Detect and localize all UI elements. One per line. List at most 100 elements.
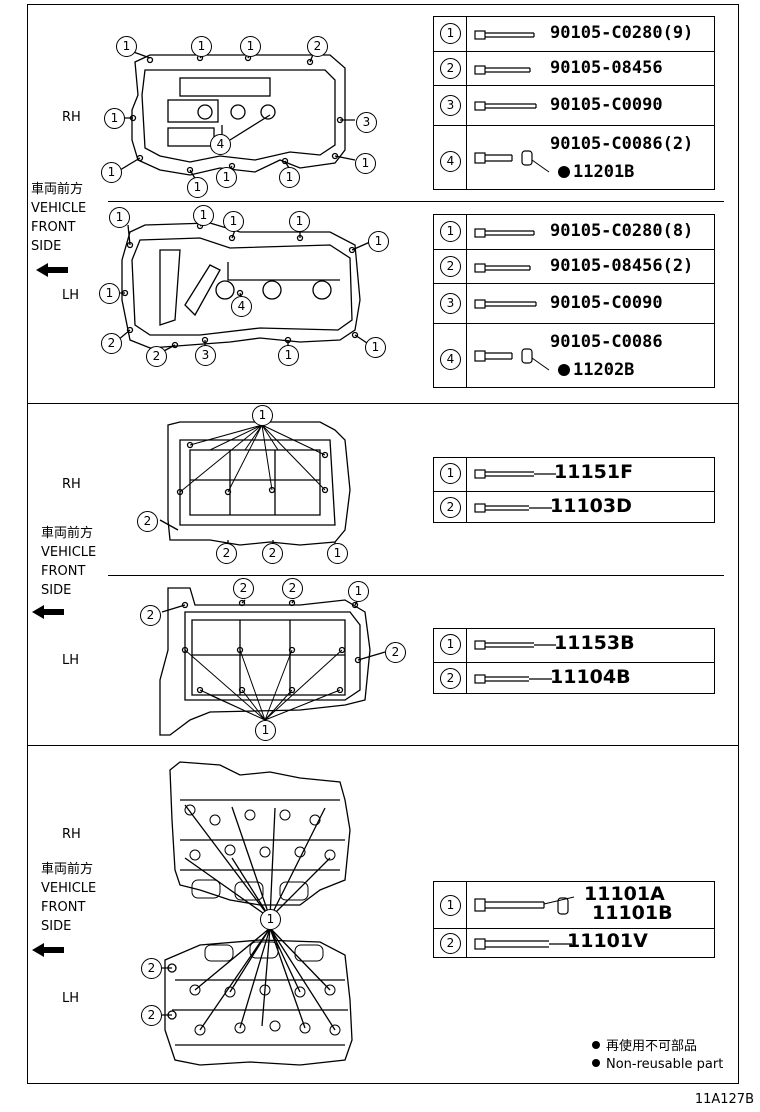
non-reusable-dot-icon [592,1059,600,1067]
front-arrow-icon [36,263,68,277]
callout-2: 2 [385,642,406,663]
label-line3: SIDE [41,919,72,934]
table-row: 2 11103D [434,491,714,525]
part-number: 90105-C0086(2) [550,134,694,154]
callout-1: 1 [191,36,212,57]
callout-1: 1 [99,283,120,304]
bolt-icon [474,674,552,684]
bolt-icon [474,65,531,75]
divider-cover [108,201,724,202]
table-row: 3 90105-C0090 [434,283,714,324]
legend-en: Non-reusable part [606,1057,724,1072]
rh-label: RH [62,110,81,125]
table-row: 1 11153B [434,629,714,662]
table-row: 1 90105-C0280(8) [434,215,714,249]
camshaft-housing-rh-drawing [159,421,351,550]
parts-table-cover-lh: 1 90105-C0280(8) 2 90105-08456(2) 3 9010… [433,214,715,388]
callout-1: 1 [278,345,299,366]
callout-3: 3 [195,345,216,366]
part-number: 11104B [550,666,631,688]
label-jp: 車両前方 [41,526,94,541]
label-line3: SIDE [31,239,62,254]
part-number-2: 11101B [592,902,673,924]
cylinder-head-cover-lh-drawing [117,221,371,353]
divider-section-2 [27,745,739,746]
callout-1: 1 [279,167,300,188]
lh-label: LH [62,991,80,1006]
callout-2: 2 [233,578,254,599]
callout-1: 1 [109,207,130,228]
parts-table-camshaft-housing-rh: 1 11151F 2 11103D [433,457,715,523]
table-row: 4 90105-C0086(2) 11201B [434,125,714,192]
label-line2: FRONT [41,900,86,915]
legend-jp: 再使用不可部品 [606,1039,698,1054]
table-row: 1 11151F [434,458,714,491]
figure-code: 11A127B [694,1092,754,1107]
part-number: 11101A [584,883,665,905]
label-line3: SIDE [41,583,72,598]
callout-2: 2 [282,578,303,599]
part-number: 90105-C0090 [550,293,663,313]
table-row: 3 90105-C0090 [434,85,714,126]
callout-4: 4 [210,134,231,155]
table-row: 2 11104B [434,662,714,696]
bolt-icon [474,469,556,479]
callout-1: 1 [260,909,281,930]
part-number: 11153B [554,632,635,654]
front-arrow-icon [32,605,64,619]
callout-1: 1 [193,205,214,226]
table-row: 2 90105-08456 [434,51,714,86]
callout-1: 1 [116,36,137,57]
label-jp: 車両前方 [41,862,94,877]
vehicle-front-side-label: 車両前方 VEHICLE FRONT SIDE [41,524,96,600]
parts-table-camshaft-housing-lh: 1 11153B 2 11104B [433,628,715,694]
callout-1: 1 [365,337,386,358]
bolt-with-seal-icon [474,348,550,371]
table-row: 4 90105-C0086 11202B [434,323,714,390]
label-line1: VEHICLE [41,545,97,560]
part-number: 11103D [550,495,632,517]
callout-1: 1 [223,211,244,232]
callout-1: 1 [348,581,369,602]
table-row: 1 90105-C0280(9) [434,17,714,51]
bolt-icon [474,30,535,40]
label-line2: FRONT [41,564,86,579]
callout-2: 2 [137,511,158,532]
lh-label: LH [62,653,80,668]
callout-2: 2 [141,1005,162,1026]
callout-4: 4 [231,296,252,317]
part-number: 90105-C0086 [550,332,663,352]
bolt-icon [474,101,537,111]
vehicle-front-side-label: 車両前方 VEHICLE FRONT SIDE [31,180,86,256]
callout-1: 1 [104,108,125,129]
parts-table-cover-rh: 1 90105-C0280(9) 2 90105-08456 3 90105-C… [433,16,715,190]
part-number: 11151F [554,461,634,483]
part-number: 11101V [567,930,648,952]
callout-1: 1 [187,177,208,198]
callout-2: 2 [216,543,237,564]
callout-2: 2 [307,36,328,57]
callout-1: 1 [252,405,273,426]
callout-1: 1 [289,211,310,232]
bolt-icon [474,640,556,650]
callout-2: 2 [146,346,167,367]
bolt-icon [474,228,535,238]
sub-part-number: 11202B [558,360,634,380]
callout-1: 1 [216,167,237,188]
rh-label: RH [62,477,81,492]
callout-1: 1 [255,720,276,741]
callout-2: 2 [140,605,161,626]
table-row: 2 90105-08456(2) [434,249,714,284]
callout-2: 2 [262,543,283,564]
table-row: 2 11101V [434,928,714,960]
bolt-icon [474,263,531,273]
bolt-with-seal-icon [474,150,550,173]
part-number: 90105-08456 [550,58,663,78]
cylinder-head-lh-drawing [162,927,353,1066]
vehicle-front-side-label: 車両前方 VEHICLE FRONT SIDE [41,860,96,936]
table-row: 1 11101A 11101B [434,882,714,928]
cylinder-head-cover-rh-drawing [119,49,356,181]
bolt-icon [474,299,537,309]
callout-1: 1 [327,543,348,564]
